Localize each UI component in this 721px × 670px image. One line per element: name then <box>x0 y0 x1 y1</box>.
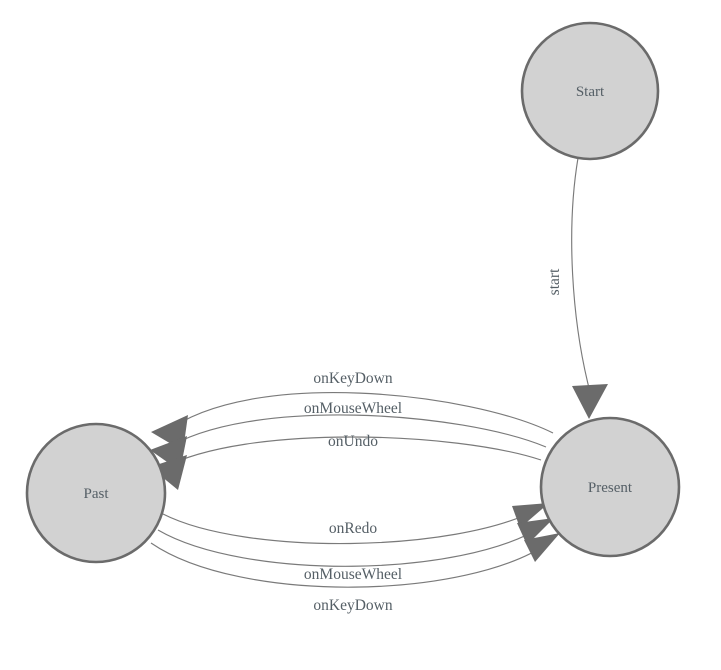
edge-label-onkeydown-to-past: onKeyDown <box>313 370 392 387</box>
node-present-label: Present <box>588 480 633 496</box>
edge-onundo-to-past-path <box>162 436 542 469</box>
edge-label-onmousewheel-to-present: onMouseWheel <box>304 566 402 583</box>
edge-label-onmousewheel-to-past: onMouseWheel <box>304 400 402 417</box>
edge-onredo-to-present[interactable] <box>162 503 549 545</box>
node-start-circle <box>520 21 660 161</box>
node-present-circle <box>539 416 681 558</box>
node-past-label: Past <box>83 486 109 502</box>
edge-onkeydown-to-present-arrowhead <box>524 533 560 562</box>
edge-label-onundo: onUndo <box>328 433 378 450</box>
node-past[interactable]: Past <box>25 422 167 564</box>
node-start-label: Start <box>576 84 605 100</box>
edge-start-arrowhead <box>572 384 608 419</box>
edge-onmousewheel-to-past-path <box>163 414 547 451</box>
node-past-circle <box>25 422 167 564</box>
edge-start-path <box>571 157 590 389</box>
edge-label-start: start <box>546 268 563 295</box>
edge-start[interactable] <box>571 157 608 419</box>
edge-label-onredo: onRedo <box>329 520 377 537</box>
edge-onundo-to-past[interactable] <box>150 436 542 490</box>
edge-onkeydown-to-past-path <box>165 392 554 434</box>
edge-onmousewheel-to-present-arrowhead <box>517 518 554 545</box>
edge-onkeydown-to-present[interactable] <box>150 533 560 588</box>
edge-label-onkeydown-to-present: onKeyDown <box>313 597 392 614</box>
edge-onmousewheel-to-present-path <box>157 525 544 567</box>
edge-onredo-to-present-path <box>162 509 537 545</box>
node-present[interactable]: Present <box>539 416 681 558</box>
edge-onkeydown-to-present-path <box>150 541 551 588</box>
edge-onmousewheel-to-present[interactable] <box>157 518 554 567</box>
edge-onundo-to-past-arrowhead <box>150 455 187 490</box>
node-start[interactable]: Start <box>520 21 660 161</box>
edge-onredo-to-present-arrowhead <box>512 503 549 528</box>
